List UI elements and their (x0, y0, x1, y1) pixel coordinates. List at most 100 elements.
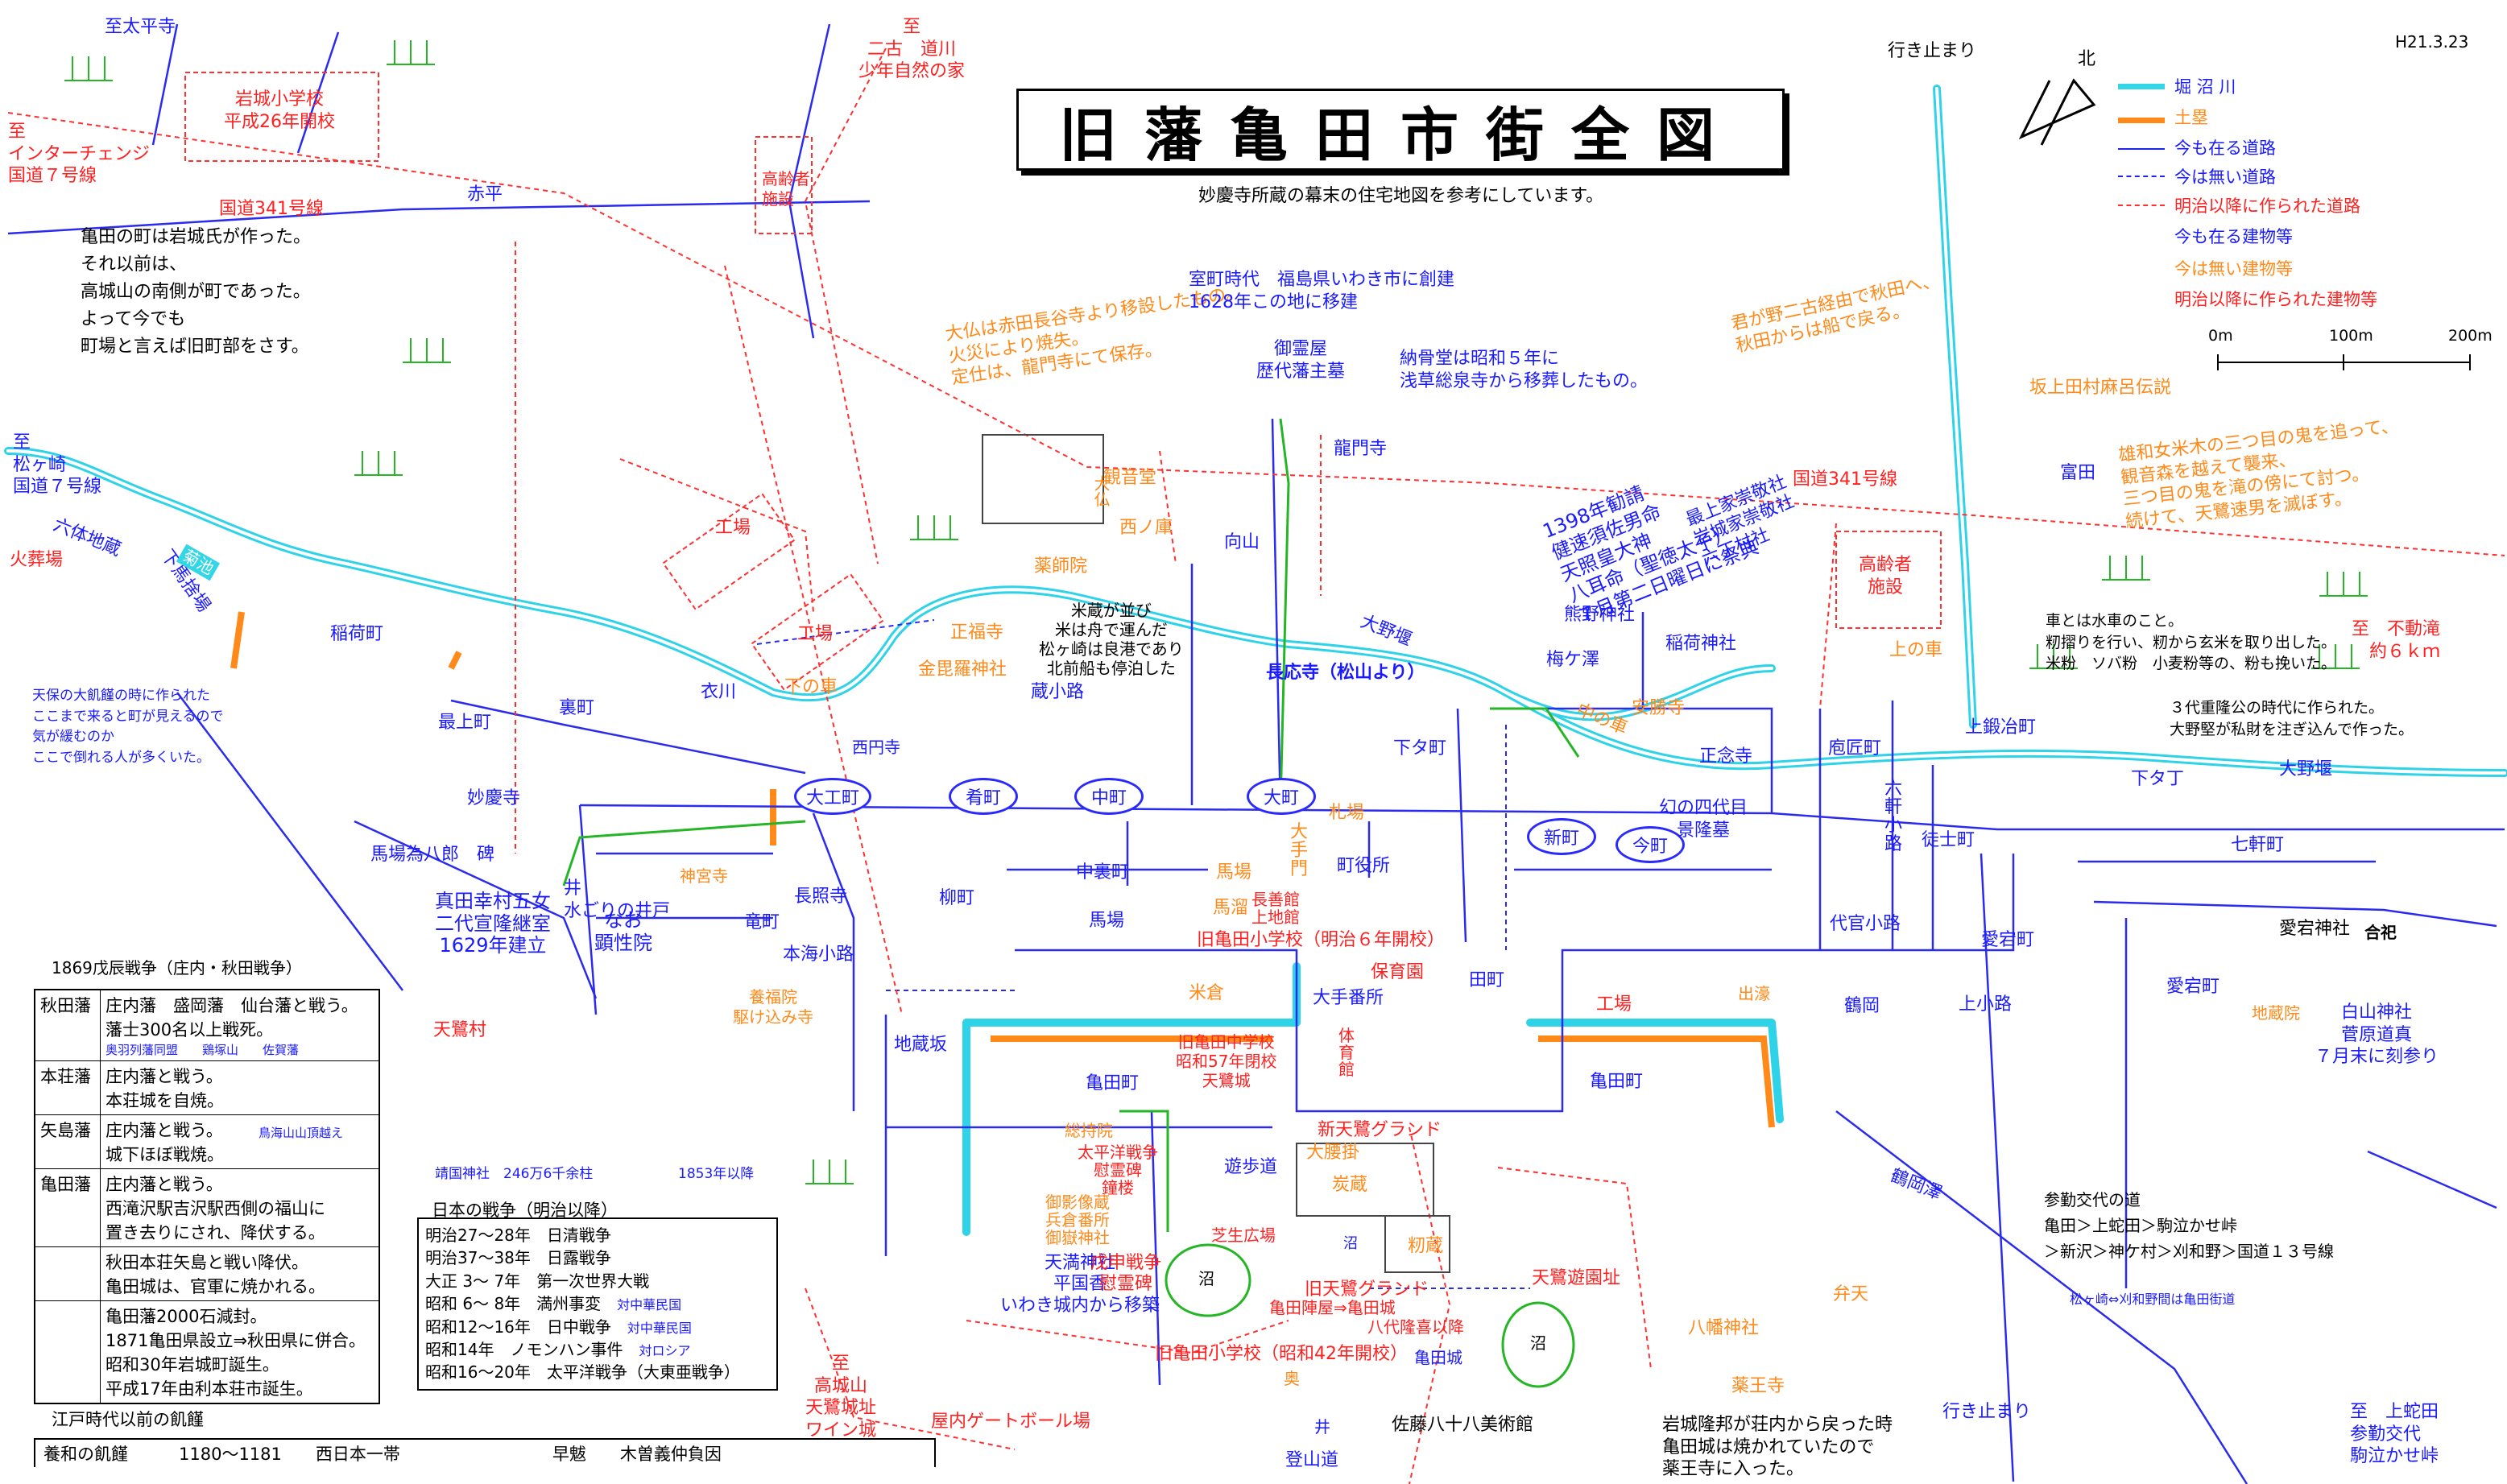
label-ohno-weir-2: 大野堰 (2279, 759, 2333, 779)
town-omachi: 大町 (1247, 778, 1316, 815)
label-kura-koji: 蔵小路 (1031, 682, 1085, 702)
label-factory-1: 工場 (715, 518, 751, 538)
label-iwaki-school: 岩城小学校 平成26年開校 (224, 89, 335, 132)
war-opponent: 対中華民国 (627, 1320, 692, 1336)
boshin-heading: 1869戊辰戦争（庄内・秋田戦争） (52, 958, 302, 978)
label-muromachi: 室町時代 福島県いわき市に創建 1628年この地に移建 (1189, 270, 1455, 312)
label-atago-shrine: 愛宕神社 (2279, 919, 2351, 939)
legend-swatch-moat (2118, 84, 2165, 89)
label-goreiya: 御影像蔵 兵倉番所 御嶽神社 (1045, 1193, 1110, 1247)
table-row: 昭和16～20年 太平洋戦争（大東亜戦争） (425, 1361, 770, 1383)
label-mukaiyama: 向山 (1224, 532, 1260, 552)
label-shinguji: 神宮寺 (680, 866, 728, 886)
label-tenman-shrine: 天満神社 平国香 いわき城内から移築 (1000, 1253, 1160, 1316)
label-okoshikake: 大腰掛 (1306, 1143, 1360, 1163)
table-row: 明治27～28年 日清戦争 (425, 1224, 770, 1246)
label-otemon: 大 手 門 (1290, 822, 1309, 880)
war-period: 大正 3～ 7年 (425, 1271, 521, 1291)
table-cell-text: 庄内藩と戦う。 城下ほぼ戦焼。 (105, 1121, 224, 1164)
car-note: 車とは水車のこと。 籾摺りを行い、籾から玄米を取り出した。 米粉 ソバ粉 小麦粉… (2046, 612, 2337, 673)
label-saijoumachi: 最上町 (438, 713, 492, 733)
legend-swatch-road-now (2118, 148, 2165, 150)
label-inarimachi: 稲荷町 (330, 624, 384, 644)
label-kinugawa: 衣川 (701, 682, 737, 702)
ponds (1165, 1243, 1575, 1388)
label-shofukuji: 正福寺 (950, 622, 1004, 643)
famine-row: 養和の飢饉 1180～1181 西日本一帯 早魃 木曽義仲負因 (34, 1438, 936, 1467)
label-shimotatta: 下タ丁 (2131, 769, 2185, 789)
table-row: 昭和12～16年 日中戦争 対中華民国 (425, 1316, 770, 1338)
legend-item-road-gone: 今は無い道路 (2174, 167, 2276, 187)
label-old-tensagi-ground: 旧天鷺グランド (1305, 1279, 1429, 1300)
label-to-nikko: 至 二古 道川 少年自然の家 (858, 17, 966, 81)
label-inari-shrine: 稲荷神社 (1665, 634, 1737, 654)
label-saienji: 西円寺 (852, 738, 900, 757)
table-cell-note: 鳥海山山頂越え (259, 1126, 344, 1140)
legend-swatch-road-gone (2118, 176, 2165, 177)
label-phantom-grave: 幻の四代目 景隆墓 (1659, 798, 1748, 841)
label-dead-end-top: 行き止まり (1888, 41, 1977, 61)
town-daikumachi: 大工町 (794, 778, 871, 815)
war-name: 日中戦争 (546, 1317, 611, 1337)
rice-note: 米蔵が並び 米は舟で運んだ 松ヶ崎は良港であり 北前船も停泊した (1039, 601, 1184, 678)
label-kumano: 熊野神社 (1564, 605, 1636, 625)
green-paths (562, 418, 1580, 1232)
label-yakushiin: 薬師院 (1034, 556, 1088, 577)
label-kamikoji: 上小路 (1959, 994, 2013, 1015)
war-name: 第一次世界大戦 (536, 1271, 650, 1291)
scale-200: 200m (2448, 327, 2493, 345)
label-anshoji: 安勝寺 (1632, 698, 1686, 718)
pond-1 (1165, 1243, 1251, 1317)
town-nakamachi: 中町 (1074, 778, 1144, 815)
label-machiyakusho: 町役所 (1337, 856, 1391, 876)
label-momigura: 籾蔵 (1408, 1236, 1444, 1256)
legend-item-moat: 堀 沼 川 (2174, 77, 2236, 97)
town-imamachi: 今町 (1615, 826, 1685, 863)
famine-text: 養和の飢饉 1180～1181 西日本一帯 早魃 木曽義仲負因 (34, 1438, 936, 1467)
label-jizoin: 地蔵院 (2252, 1003, 2300, 1023)
table-row: 大正 3～ 7年 第一次世界大戦 (425, 1270, 770, 1292)
label-sumigura: 炭蔵 (1332, 1175, 1368, 1195)
label-old-es-showa: 旧亀田小学校（昭和42年開校） (1155, 1344, 1408, 1364)
label-kamedamachi-1: 亀田町 (1086, 1073, 1140, 1093)
table-row: 昭和14年 ノモンハン事件 対ロシア (425, 1338, 770, 1361)
label-elderly-top: 高齢者 施設 (762, 169, 810, 209)
label-chokoji: 長照寺 (794, 887, 848, 907)
label-kaminokuruma: 上の車 (1889, 640, 1943, 660)
label-tamachi: 田町 (1469, 970, 1505, 990)
table-cell-text: 庄内藩 盛岡藩 仙台藩と戦う。 藩士300名以上戦死。 (105, 996, 358, 1040)
table-cell: 庄内藩と戦う。 城下ほぼ戦焼。 鳥海山山頂越え (100, 1114, 380, 1169)
label-umadame: 馬溜 (1213, 898, 1249, 918)
table-row: 明治37～38年 日露戦争 (425, 1246, 770, 1269)
label-chokoji-matsuyama: 長応寺（松山より） (1266, 663, 1425, 683)
label-dead-end-bottom: 行き止まり (1942, 1402, 2032, 1422)
label-gym: 体 育 館 (1338, 1026, 1355, 1079)
label-kamedamachi-2: 亀田町 (1590, 1072, 1644, 1092)
label-soji-in: 総持院 (1065, 1121, 1113, 1140)
legend-item-building-meiji: 明治以降に作られた建物等 (2174, 290, 2377, 309)
label-since-1853: 1853年以降 (678, 1166, 755, 1182)
scale-bar (2217, 354, 2471, 370)
map-title: 旧藩亀田市街全図 (1058, 101, 1742, 169)
label-to-takashiro: 至 高城山 天鷺城址 ワイン城 (805, 1354, 877, 1441)
scale-0: 0m (2208, 327, 2233, 345)
label-nokotsu: 納骨堂は昭和５年に 浅草総泉寺から移葬したもの。 (1400, 349, 1649, 391)
war-period: 明治37～38年 (425, 1248, 531, 1268)
label-nakauramachi: 中裏町 (1076, 862, 1130, 883)
shigetaka-note: ３代重隆公の時代に作られた。 大野堅が私財を注ぎ込んで作った。 (2170, 699, 2414, 738)
north-label: 北 (2078, 49, 2096, 69)
label-yanagimachi: 柳町 (939, 888, 975, 908)
label-kannondo: 観音堂 (1103, 468, 1157, 488)
table-row: 本荘藩 庄内藩と戦う。 本荘城を自焼。 (34, 1060, 380, 1115)
label-kameda-kaido: 松ヶ崎⇔刈和野間は亀田街道 (2070, 1292, 2236, 1307)
roads-gone (756, 619, 1530, 1289)
label-pond-2: 沼 (1530, 1333, 1546, 1353)
table-cell: 庄内藩と戦う。 本荘城を自焼。 (100, 1060, 380, 1115)
war-opponent: 対中華民国 (617, 1297, 682, 1313)
label-konpira: 金毘羅神社 (918, 659, 1007, 680)
label-kamikajimachi: 上鍛冶町 (1965, 717, 2037, 738)
label-umegasawa: 梅ケ澤 (1546, 650, 1600, 670)
war-name: 日露戦争 (546, 1248, 611, 1268)
table-row: 秋田藩 庄内藩 盛岡藩 仙台藩と戦う。 藩士300名以上戦死。 奥羽列藩同盟 鶏… (34, 989, 380, 1061)
wars-table: 明治27～28年 日清戦争 明治37～38年 日露戦争 大正 3～ 7年 第一次… (417, 1217, 778, 1391)
